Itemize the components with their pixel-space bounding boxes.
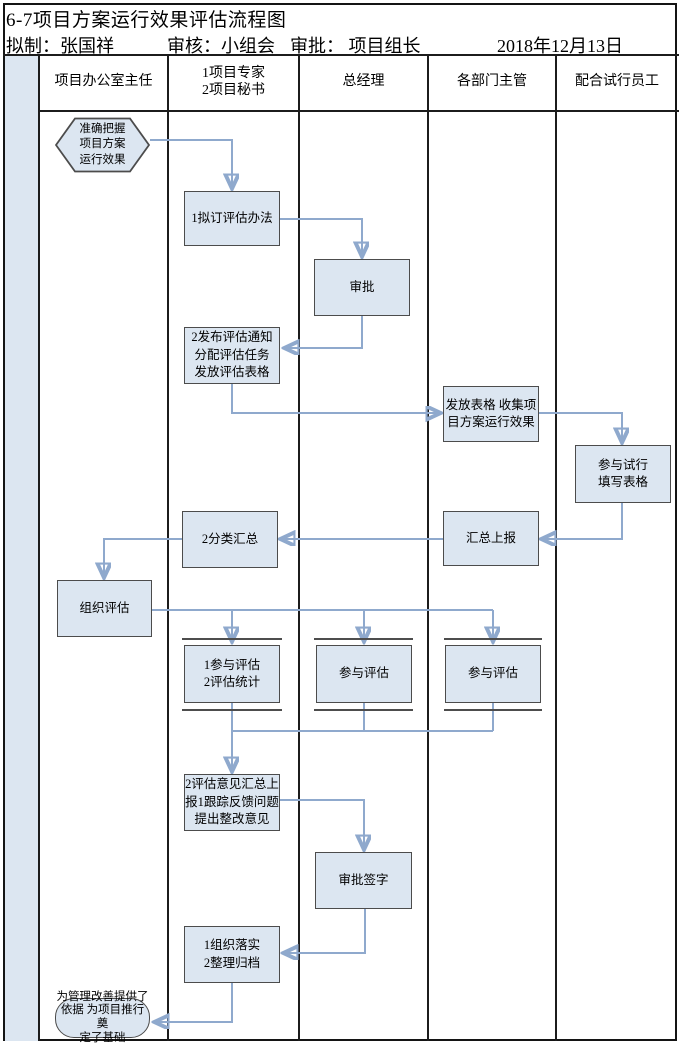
lane-divider-3 <box>427 54 429 1041</box>
hexagon-shape <box>55 117 150 173</box>
lane-header-general-manager: 总经理 <box>342 74 385 90</box>
reviewed-by: 审核：小组会 <box>167 36 275 56</box>
node-publish-notice: 2发布评估通知 分配评估任务 发放评估表格 <box>184 327 280 384</box>
lane-divider-1 <box>167 54 169 1041</box>
approved-by: 审批： 项目组长 <box>290 36 421 56</box>
node-draft-method: 1拟订评估办法 <box>184 191 280 246</box>
node-organize-evaluation: 组织评估 <box>57 580 152 637</box>
node-implement-archive: 1组织落实 2整理归档 <box>184 926 280 983</box>
lane-divider-4 <box>555 54 557 1041</box>
lane-header-trial-staff: 配合试行员工 <box>575 74 659 90</box>
sequence-column <box>5 56 38 1041</box>
lane-header-dept-managers: 各部门主管 <box>457 74 527 90</box>
node-end: 为管理改善提供了 依据 为项目推行奠 定了基础 <box>55 990 150 1044</box>
node-approve: 审批 <box>314 259 410 316</box>
header-divider <box>38 110 679 112</box>
lane-divider-0 <box>38 54 40 1041</box>
node-gm-participate: 参与评估 <box>316 645 412 703</box>
lane-header-expert-secretary: 1项目专家 2项目秘书 <box>202 65 265 99</box>
node-feedback-improve: 2评估意见汇总上 报1跟踪反馈问题 提出整改意见 <box>184 774 280 831</box>
approval-date: 2018年12月13日 <box>497 36 623 56</box>
lane-header-office-director: 项目办公室主任 <box>54 74 153 90</box>
node-classify-summarize: 2分类汇总 <box>182 511 278 568</box>
page-title: 6-7项目方案运行效果评估流程图 <box>6 10 287 31</box>
node-start: 准确把握 项目方案 运行效果 <box>55 117 150 173</box>
node-dept-participate: 参与评估 <box>445 645 541 703</box>
node-eval-statistics: 1参与评估 2评估统计 <box>184 645 280 703</box>
node-trial-fill-forms: 参与试行 填写表格 <box>575 445 671 503</box>
title-divider <box>3 54 679 56</box>
node-start-label: 准确把握 项目方案 运行效果 <box>79 122 126 166</box>
lane-divider-2 <box>298 54 300 1041</box>
page-border <box>3 3 677 1041</box>
node-distribute-collect: 发放表格 收集项 目方案运行效果 <box>443 386 539 442</box>
node-approve-sign: 审批签字 <box>315 852 412 909</box>
prepared-by: 拟制：张国祥 <box>6 36 114 56</box>
node-summarize-report: 汇总上报 <box>443 511 539 566</box>
